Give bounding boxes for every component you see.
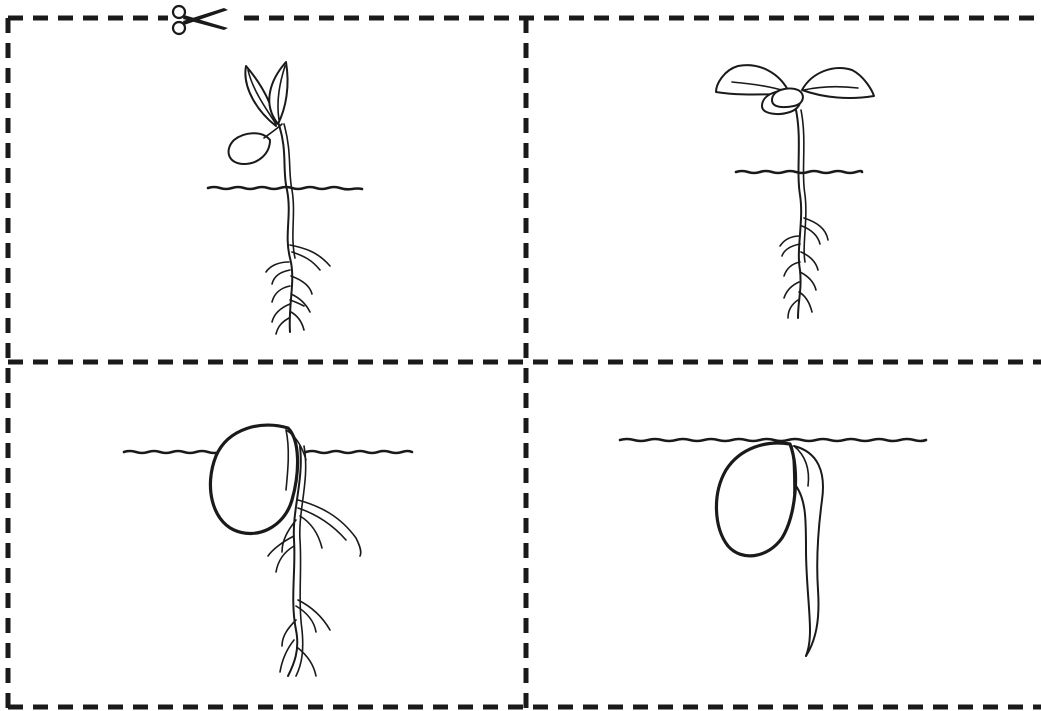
roots	[780, 218, 828, 318]
soil-line	[620, 439, 926, 441]
panel-seedling-open-leaves	[716, 65, 874, 318]
soil-line	[208, 187, 362, 189]
panel-seed-with-roots	[124, 425, 412, 676]
soil-line	[306, 451, 412, 453]
panel-seedling-with-leaves	[208, 62, 362, 334]
seed	[716, 443, 795, 556]
cotyledon	[772, 88, 803, 107]
side-roots	[268, 500, 361, 676]
seed	[210, 425, 297, 533]
stem	[796, 110, 801, 318]
cut-lines	[8, 18, 1041, 708]
panel-seed-first-root	[620, 439, 926, 656]
scissors-icon	[173, 6, 228, 34]
roots	[266, 245, 330, 334]
leaf-right	[802, 68, 874, 98]
